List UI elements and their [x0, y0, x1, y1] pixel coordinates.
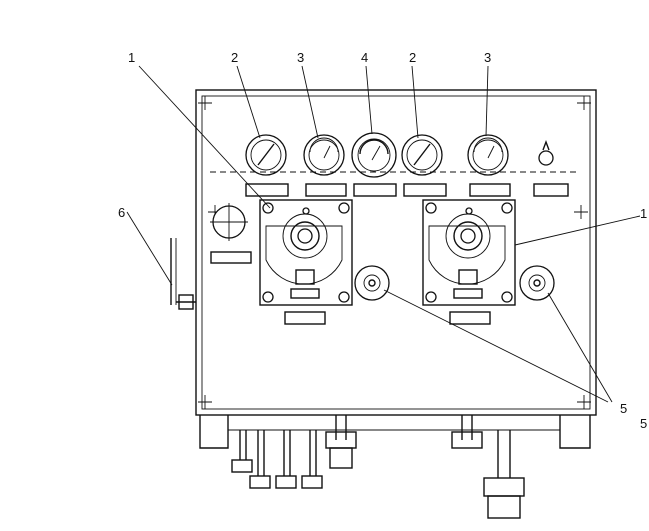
leader-lines [126, 65, 641, 403]
gauge-3-right [467, 134, 511, 197]
gauge-2-left [245, 134, 289, 197]
regulator-right [422, 199, 516, 325]
label-6: 6 [118, 205, 125, 220]
callout-labels: 1 2 3 4 2 3 6 1 5 5 [118, 50, 647, 431]
gauge-2-right [401, 134, 447, 197]
gauge-4 [351, 132, 397, 197]
label-2-a: 2 [231, 50, 238, 65]
gauge-3-left [303, 134, 347, 197]
side-lever [170, 238, 196, 310]
label-5-b: 5 [640, 416, 647, 431]
toggle-switch [533, 140, 569, 197]
label-1-left: 1 [128, 50, 135, 65]
bottom-pipes [231, 415, 525, 519]
label-5-a: 5 [620, 401, 627, 416]
regulator-left [259, 199, 353, 325]
panel-body [195, 89, 597, 449]
label-1-right: 1 [640, 206, 647, 221]
left-port [210, 203, 252, 264]
valve-left [354, 265, 390, 301]
valve-right [519, 265, 555, 301]
label-3-a: 3 [297, 50, 304, 65]
label-3-b: 3 [484, 50, 491, 65]
gauge-row [210, 132, 580, 197]
label-2-b: 2 [409, 50, 416, 65]
label-4: 4 [361, 50, 368, 65]
